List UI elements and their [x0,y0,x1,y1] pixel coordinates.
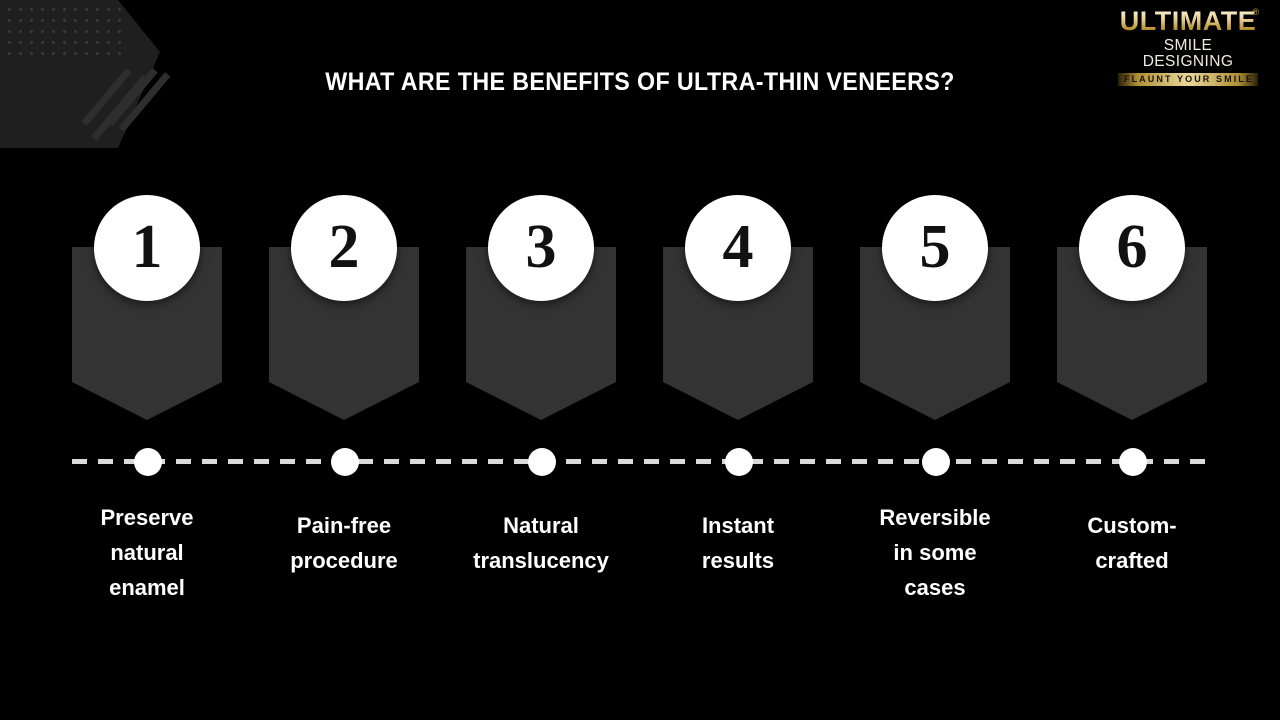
step-label-line: translucency [473,548,609,574]
logo-wordmark: ULTIMATE [1119,6,1257,36]
dot-grid-pattern [4,4,126,62]
step-number-badge: 3 [488,195,594,301]
step-label-2: Pain-free procedure [247,508,441,578]
step-label-line: cases [904,575,966,601]
step-label-line: in some [893,540,977,566]
step-label-line: Custom- [1087,513,1177,538]
page-title: WHAT ARE THE BENEFITS OF ULTRA-THIN VENE… [325,68,955,96]
step-item-5[interactable]: 5 Reversible in some cases [860,195,1010,625]
step-item-2[interactable]: 2 Pain-free procedure [269,195,419,625]
step-number-badge: 4 [685,195,791,301]
registered-trademark-icon: ® [1252,7,1259,17]
step-label-line: natural [110,540,184,566]
step-number-text: 1 [131,213,163,281]
step-label-line: Pain-free [296,513,392,538]
timeline-dot [331,448,359,476]
dashed-line [72,459,1208,464]
logo-tagline: FLAUNT YOUR SMILE [1118,73,1258,86]
steps-container: 1 Preserve natural enamel 2 Pain-free pr… [72,195,1208,625]
step-item-4[interactable]: 4 Instant results [663,195,813,625]
step-number-text: 2 [328,213,360,281]
step-item-3[interactable]: 3 Natural translucency [466,195,616,625]
step-number-text: 4 [722,213,754,281]
step-label-4: Instant results [641,508,835,578]
step-number-badge: 1 [94,195,200,301]
step-item-6[interactable]: 6 Custom- crafted [1057,195,1207,625]
step-number-badge: 5 [882,195,988,301]
step-label-line: Reversible [879,505,991,530]
timeline-connector [72,448,1208,476]
step-label-line: Instant [701,513,775,538]
timeline-dot [1119,448,1147,476]
step-label-line: crafted [1095,548,1169,574]
step-label-3: Natural translucency [444,508,638,578]
step-number-text: 3 [525,213,557,281]
step-label-5: Reversible in some cases [838,500,1032,606]
step-label-line: procedure [290,548,398,574]
step-number-text: 5 [919,213,951,281]
step-number-badge: 6 [1079,195,1185,301]
step-label-line: Natural [503,513,579,538]
step-label-1: Preserve natural enamel [50,500,244,606]
timeline-dot [725,448,753,476]
step-label-line: enamel [109,575,185,601]
timeline-dot [922,448,950,476]
logo-subtitle: SMILE DESIGNING [1142,37,1234,70]
step-number-badge: 2 [291,195,397,301]
step-number-text: 6 [1116,213,1148,281]
step-label-line: Preserve [100,505,194,530]
timeline-dot [528,448,556,476]
step-label-6: Custom- crafted [1035,508,1229,578]
brand-logo: ® ULTIMATE SMILE DESIGNING FLAUNT YOUR S… [1118,6,1259,86]
timeline-dot [134,448,162,476]
step-label-line: results [701,548,775,574]
step-item-1[interactable]: 1 Preserve natural enamel [72,195,222,625]
